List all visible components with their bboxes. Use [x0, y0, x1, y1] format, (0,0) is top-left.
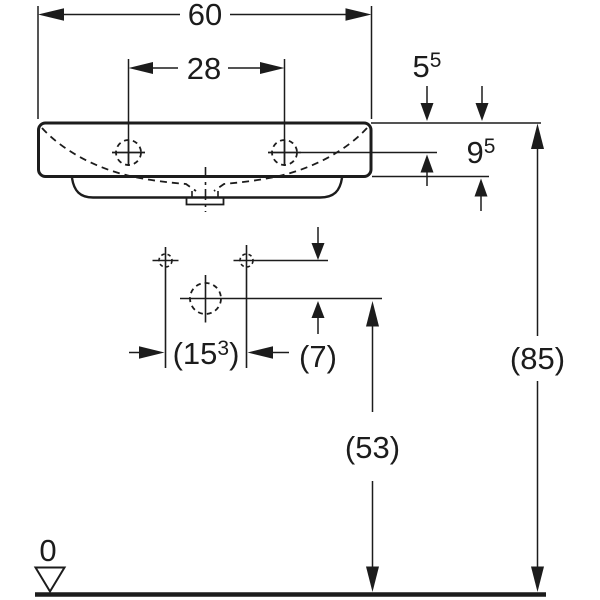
arrowhead-down-icon	[366, 566, 379, 592]
fixing-hole-left	[152, 247, 179, 368]
arrowhead-up-icon	[311, 301, 325, 318]
floor-datum: 0	[33, 533, 546, 597]
dim-label-rim-to-underside: 95	[467, 135, 496, 170]
washbasin-outline	[37, 121, 373, 212]
reference-lines-right	[301, 122, 541, 178]
arrowhead-down-icon	[420, 103, 434, 121]
arrowhead-up-icon	[474, 178, 488, 197]
inner-bowl-hidden-edge-right	[213, 127, 368, 192]
arrowhead-down-icon	[311, 243, 325, 260]
dim-label-tap-spacing: 28	[187, 51, 221, 86]
arrowhead-down-icon	[475, 103, 489, 121]
dim-label-rim-to-tap: 55	[413, 49, 442, 84]
dimension-rim-height: (85)	[510, 123, 565, 592]
tap-hole-left	[112, 139, 145, 166]
arrowhead-right-icon	[139, 346, 165, 359]
arrowhead-right-icon	[260, 62, 285, 74]
arrowhead-right-icon	[345, 8, 372, 21]
tap-hole-right	[268, 139, 301, 166]
basin-underside	[70, 177, 344, 199]
dim-label-overall-width: 60	[188, 0, 222, 32]
dim-label-fixing-to-outlet: (7)	[299, 339, 337, 374]
arrowhead-left-icon	[247, 346, 273, 359]
dimension-fixing-hole-spacing: (153)	[129, 336, 289, 371]
arrowhead-up-icon	[531, 123, 544, 149]
arrowhead-down-icon	[531, 566, 544, 592]
dim-label-outlet-height: (53)	[345, 430, 400, 465]
dimension-fixing-to-outlet: (7)	[299, 227, 337, 374]
dimension-rim-to-underside: 95	[467, 135, 496, 211]
waste-outlet	[180, 275, 382, 323]
dim-label-rim-height: (85)	[510, 341, 565, 376]
arrowhead-up-icon	[366, 301, 379, 327]
arrowhead-left-icon	[128, 62, 153, 74]
dimension-rim-to-tap: 55	[413, 49, 489, 186]
arrowhead-up-icon	[420, 154, 434, 173]
dimension-outlet-height: (53)	[345, 301, 400, 592]
dimension-overall-width: 60	[37, 0, 373, 119]
datum-triangle-icon	[33, 566, 67, 594]
inner-bowl-hidden-edge-left	[41, 127, 197, 192]
arrowhead-left-icon	[38, 8, 64, 21]
datum-zero-label: 0	[39, 533, 56, 568]
fixing-hole-right	[233, 245, 328, 368]
dim-label-fixing-spacing: (153)	[173, 336, 240, 371]
dimension-tap-hole-spacing: 28	[127, 51, 286, 140]
